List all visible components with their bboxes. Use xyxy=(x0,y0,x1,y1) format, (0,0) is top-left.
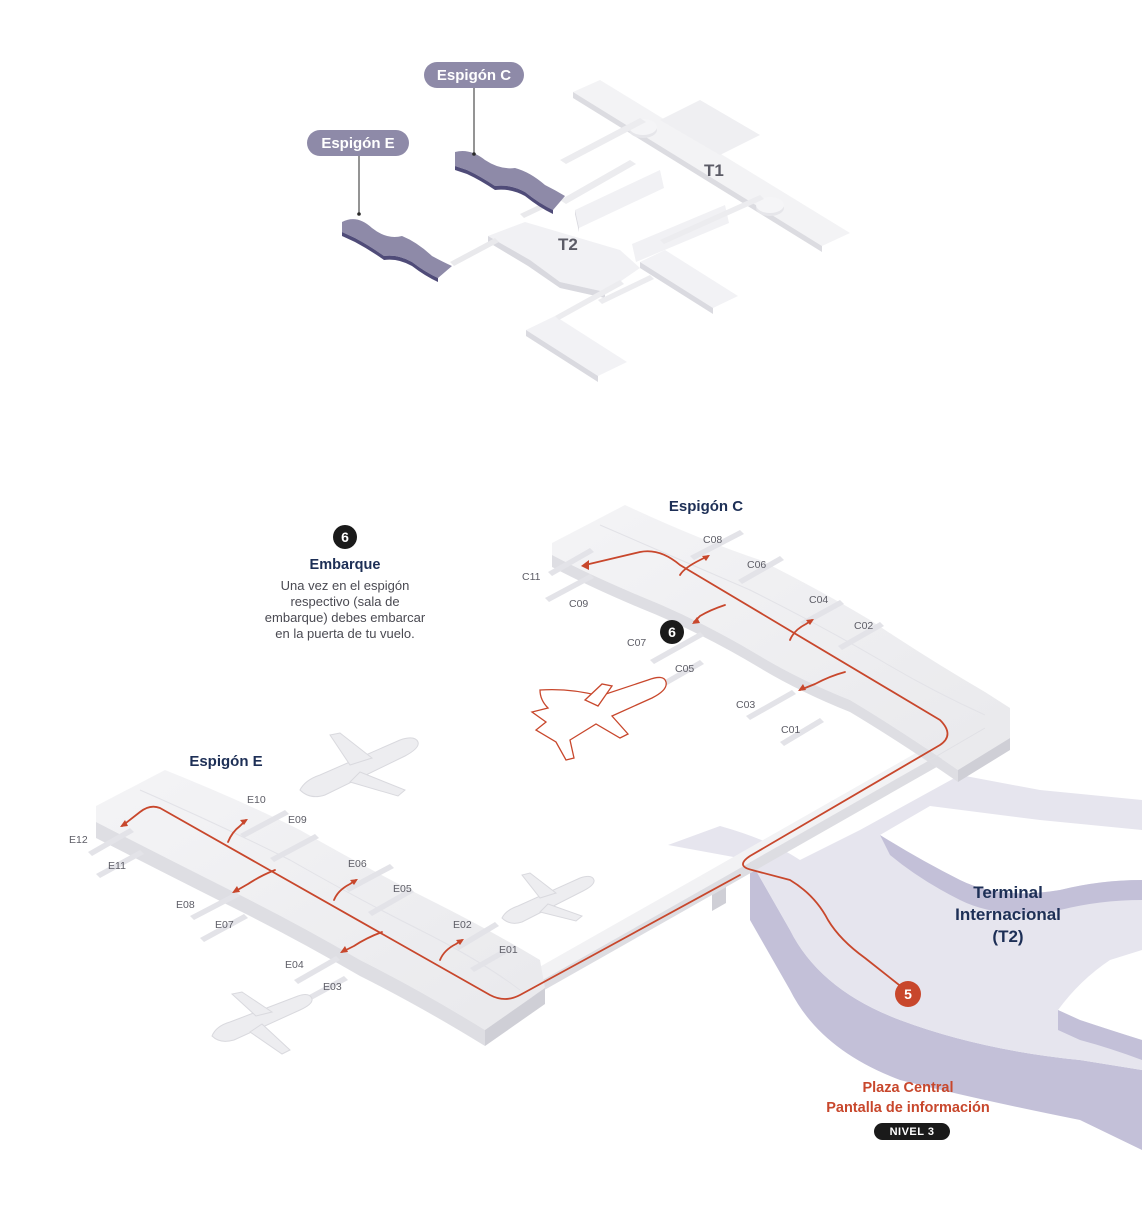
terminal-label-3: (T2) xyxy=(992,927,1023,946)
pier-e-highlight[interactable] xyxy=(342,219,452,282)
step6-line-3: embarque) debes embarcar xyxy=(265,610,426,625)
gate-c09: C09 xyxy=(569,598,588,610)
terminal-label-1: Terminal xyxy=(973,883,1043,902)
step6-badge xyxy=(333,525,357,549)
step5-title-1: Plaza Central xyxy=(862,1080,953,1096)
gate-e01: E01 xyxy=(499,944,518,956)
gate-labels-c: C08 C06 C11 C09 C04 C02 C07 C05 C03 C01 xyxy=(522,534,873,736)
airplane-icon xyxy=(299,732,419,798)
terminal-t2: Terminal Internacional (T2) xyxy=(668,775,1142,1150)
gate-e07: E07 xyxy=(215,919,234,931)
step5-info: Plaza Central Pantalla de información NI… xyxy=(826,1080,990,1140)
gate-e08: E08 xyxy=(176,899,195,911)
step6-line-1: Una vez en el espigón xyxy=(281,578,410,593)
step6-title: Embarque xyxy=(310,557,381,573)
svg-text:6: 6 xyxy=(668,624,676,640)
gate-c03: C03 xyxy=(736,699,755,711)
gate-c11: C11 xyxy=(522,571,541,583)
pier-c-title: Espigón C xyxy=(669,498,743,515)
step6-line-2: respectivo (sala de xyxy=(290,594,399,609)
svg-text:5: 5 xyxy=(904,986,912,1002)
gate-e03: E03 xyxy=(323,981,342,993)
step5-marker: 5 xyxy=(895,981,921,1007)
level-badge-text: NIVEL 3 xyxy=(890,1126,935,1138)
gate-e05: E05 xyxy=(393,883,412,895)
route-arrows xyxy=(120,555,814,953)
gate-e10: E10 xyxy=(247,794,266,806)
airplane-icon xyxy=(211,991,313,1055)
gate-e09: E09 xyxy=(288,814,307,826)
level-badge xyxy=(874,1123,950,1140)
gate-c06: C06 xyxy=(747,559,766,571)
pier-c-pill[interactable]: Espigón C xyxy=(424,62,524,88)
gate-c08: C08 xyxy=(703,534,722,546)
gate-e12: E12 xyxy=(69,834,88,846)
step5-title-2: Pantalla de información xyxy=(826,1100,990,1116)
gate-labels-e: E10 E09 E12 E11 E06 E05 E08 E07 E02 E01 … xyxy=(69,794,518,993)
svg-text:Espigón C: Espigón C xyxy=(437,67,511,84)
pier-e-building xyxy=(96,770,545,1046)
gate-c01: C01 xyxy=(781,724,800,736)
detail-map: Terminal Internacional (T2) xyxy=(69,498,1142,1150)
pier-e-title: Espigón E xyxy=(189,753,262,770)
route-line xyxy=(121,550,949,1000)
overview-map: T1 T2 xyxy=(307,62,850,382)
pier-e-pill[interactable]: Espigón E xyxy=(307,130,409,156)
airplane-icon xyxy=(501,872,595,924)
t2-building: T2 xyxy=(488,222,640,298)
gate-bridges xyxy=(88,530,884,1004)
pier-c-building xyxy=(552,505,1010,782)
airplane-highlight-icon xyxy=(530,676,667,761)
pier-c-highlight[interactable] xyxy=(455,151,565,214)
gate-c04: C04 xyxy=(809,594,828,606)
gate-e11: E11 xyxy=(108,860,126,872)
t2-label: T2 xyxy=(558,235,578,254)
step6-info: 6 Embarque Una vez en el espigón respect… xyxy=(265,525,426,641)
gate-e04: E04 xyxy=(285,959,304,971)
step6-number: 6 xyxy=(341,529,349,545)
gate-c07: C07 xyxy=(627,637,646,649)
svg-text:Espigón E: Espigón E xyxy=(321,135,394,152)
gate-e02: E02 xyxy=(453,919,472,931)
terminal-label-2: Internacional xyxy=(955,905,1061,924)
step6-line-4: en la puerta de tu vuelo. xyxy=(275,626,415,641)
step6-map-marker: 6 xyxy=(660,620,684,644)
gate-c02: C02 xyxy=(854,620,873,632)
gate-c05: C05 xyxy=(675,663,694,675)
t1-label: T1 xyxy=(704,161,724,180)
gate-e06: E06 xyxy=(348,858,367,870)
